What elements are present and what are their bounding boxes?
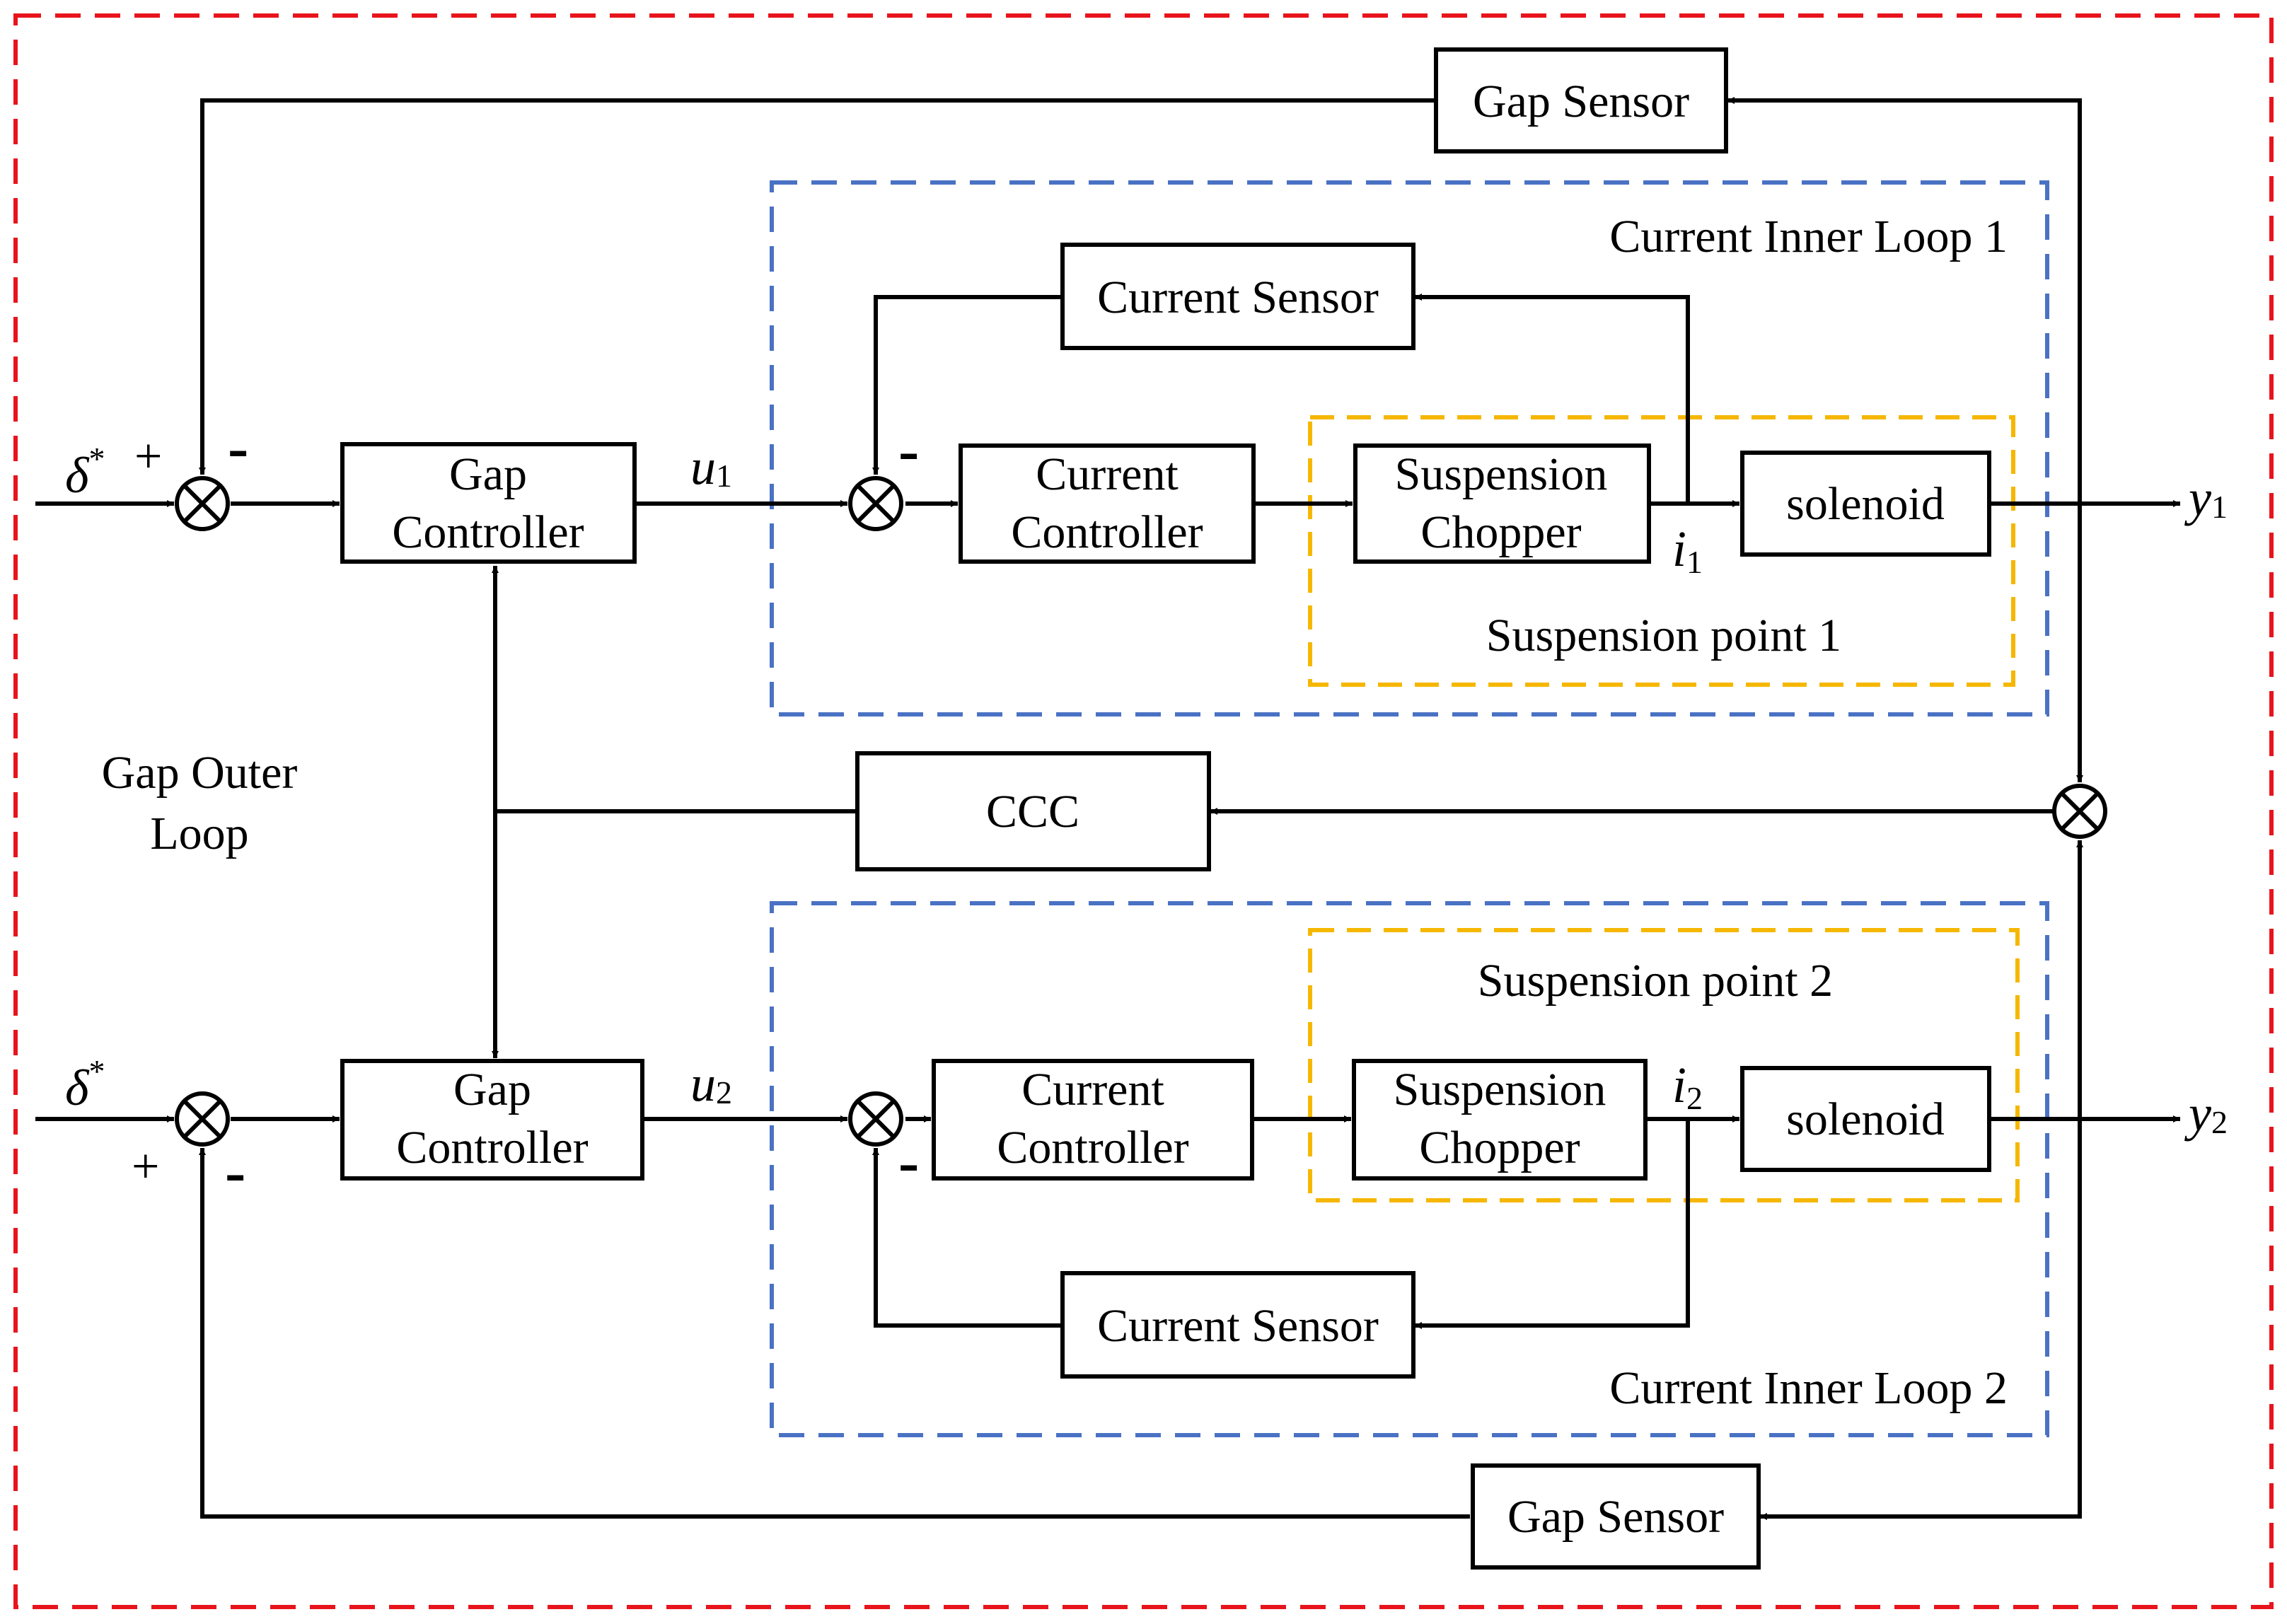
gap-controller-1-label-line-1: Gap bbox=[449, 448, 527, 500]
current-inner-loop-2-label: Current Inner Loop 2 bbox=[1609, 1362, 2008, 1414]
gap-sensor-bottom-label: Gap Sensor bbox=[1507, 1491, 1724, 1543]
signal-i2-subscript: 2 bbox=[1686, 1080, 1703, 1116]
gap-controller-2-box bbox=[340, 1059, 644, 1181]
signal-i1-base: i bbox=[1672, 521, 1686, 577]
signal-u1-subscript: 1 bbox=[716, 458, 732, 494]
signal-u2-subscript: 2 bbox=[716, 1074, 732, 1110]
signal-y1-base: y bbox=[2184, 470, 2211, 526]
gap-feedback-1-right bbox=[1727, 97, 2082, 504]
current-controller-2-label-line-1: Current bbox=[1021, 1064, 1164, 1115]
summing-junction-current-1 bbox=[848, 476, 903, 531]
suspension-point-1-frame bbox=[1308, 415, 2015, 687]
suspension-chopper-2-label-line-1: Suspension bbox=[1394, 1064, 1606, 1115]
reference-symbol: δ bbox=[65, 447, 90, 504]
reference-superscript: * bbox=[88, 1053, 105, 1089]
signal-i2-base: i bbox=[1672, 1057, 1686, 1113]
summing-junction-ccc bbox=[2052, 784, 2107, 839]
reference-signal-2: δ* bbox=[65, 1053, 105, 1116]
gap-sensor-bottom-to-sum bbox=[199, 1148, 1470, 1519]
suspension-chopper-1-label-line-2: Chopper bbox=[1420, 506, 1581, 558]
current-controller-1-label-line-2: Controller bbox=[1011, 506, 1203, 558]
solenoid-2-label: solenoid bbox=[1786, 1094, 1945, 1145]
suspension-chopper-1-label-line-1: Suspension bbox=[1395, 448, 1608, 500]
gap-sensor-top-to-sum bbox=[199, 98, 1435, 475]
current-sensor-1-box bbox=[1060, 243, 1415, 350]
suspension-chopper-2-label-line-2: Chopper bbox=[1419, 1122, 1580, 1173]
current-sensor-2-to-sum bbox=[872, 1148, 1063, 1328]
gap-sensor-top-box bbox=[1434, 47, 1728, 153]
ccc-label: CCC bbox=[986, 786, 1079, 837]
plus-sign-gap-1: + bbox=[134, 429, 162, 484]
signal-u1-base: u bbox=[690, 439, 716, 495]
current-controller-1-box bbox=[959, 443, 1256, 564]
gap-controller-1-label-line-2: Controller bbox=[392, 506, 584, 558]
summing-junction-gap-1 bbox=[175, 476, 230, 531]
current-sensor-1-label: Current Sensor bbox=[1097, 272, 1379, 323]
gap-controller-2-label-line-1: Gap bbox=[453, 1064, 531, 1115]
signal-y2: y2 bbox=[2184, 1085, 2228, 1142]
signal-y2-subscript: 2 bbox=[2211, 1104, 2228, 1140]
current-controller-2-label-line-2: Controller bbox=[997, 1122, 1188, 1173]
current-inner-loop-1-label: Current Inner Loop 1 bbox=[1609, 211, 2008, 262]
minus-sign-gap-2: - bbox=[225, 1138, 245, 1207]
ccc-box bbox=[855, 751, 1211, 871]
minus-sign-current-1: - bbox=[898, 417, 919, 485]
gap-outer-loop-label-line-2: Loop bbox=[150, 808, 248, 859]
signal-i1-subscript: 1 bbox=[1686, 544, 1703, 580]
signal-i2: i2 bbox=[1672, 1057, 1703, 1116]
reference-signal-1: δ* bbox=[65, 441, 105, 504]
signal-u2: u2 bbox=[690, 1055, 732, 1112]
minus-sign-current-2: - bbox=[898, 1128, 919, 1197]
solenoid-2-box bbox=[1740, 1066, 1991, 1172]
signal-y1-subscript: 1 bbox=[2211, 489, 2228, 525]
current-sensor-2-box bbox=[1060, 1271, 1415, 1379]
gap-outer-loop-frame bbox=[13, 13, 2274, 1609]
current-feedback-2 bbox=[1415, 1119, 1690, 1329]
current-controller-1-label-line-1: Current bbox=[1036, 448, 1179, 500]
signal-i1: i1 bbox=[1672, 521, 1703, 580]
current-feedback-1 bbox=[1415, 294, 1690, 504]
summing-junction-current-2 bbox=[848, 1091, 903, 1147]
current-controller-2-box bbox=[932, 1059, 1254, 1181]
summing-junction-gap-2 bbox=[175, 1091, 230, 1147]
reference-superscript: * bbox=[88, 441, 105, 477]
current-inner-loop-2-frame bbox=[770, 901, 2049, 1437]
signal-u1: u1 bbox=[690, 439, 732, 495]
gap-outer-loop-label-line-1: Gap Outer bbox=[102, 747, 298, 799]
minus-sign-gap-1: - bbox=[228, 414, 248, 482]
signal-u2-base: u bbox=[690, 1055, 716, 1112]
gap-sensor-top-label: Gap Sensor bbox=[1473, 76, 1689, 127]
plus-sign-gap-2: + bbox=[132, 1139, 159, 1194]
reference-symbol: δ bbox=[65, 1060, 90, 1116]
current-sensor-1-to-sum bbox=[872, 295, 1063, 475]
gap-controller-2-label-line-2: Controller bbox=[396, 1122, 588, 1173]
gap-feedback-2-right bbox=[1760, 1119, 2082, 1520]
suspension-point-2-frame bbox=[1308, 928, 2020, 1202]
signal-y2-base: y bbox=[2184, 1085, 2211, 1142]
gap-controller-1-box bbox=[340, 442, 637, 564]
signal-y1: y1 bbox=[2184, 470, 2228, 526]
current-inner-loop-1-frame bbox=[770, 180, 2049, 717]
suspension-chopper-2-box bbox=[1352, 1059, 1648, 1181]
current-sensor-2-label: Current Sensor bbox=[1097, 1300, 1379, 1352]
solenoid-1-box bbox=[1740, 451, 1991, 557]
gap-sensor-bottom-box bbox=[1471, 1463, 1761, 1570]
suspension-point-2-label: Suspension point 2 bbox=[1478, 955, 1833, 1007]
suspension-point-1-label: Suspension point 1 bbox=[1486, 610, 1841, 661]
suspension-chopper-1-box bbox=[1353, 443, 1651, 564]
solenoid-1-label: solenoid bbox=[1786, 478, 1945, 530]
